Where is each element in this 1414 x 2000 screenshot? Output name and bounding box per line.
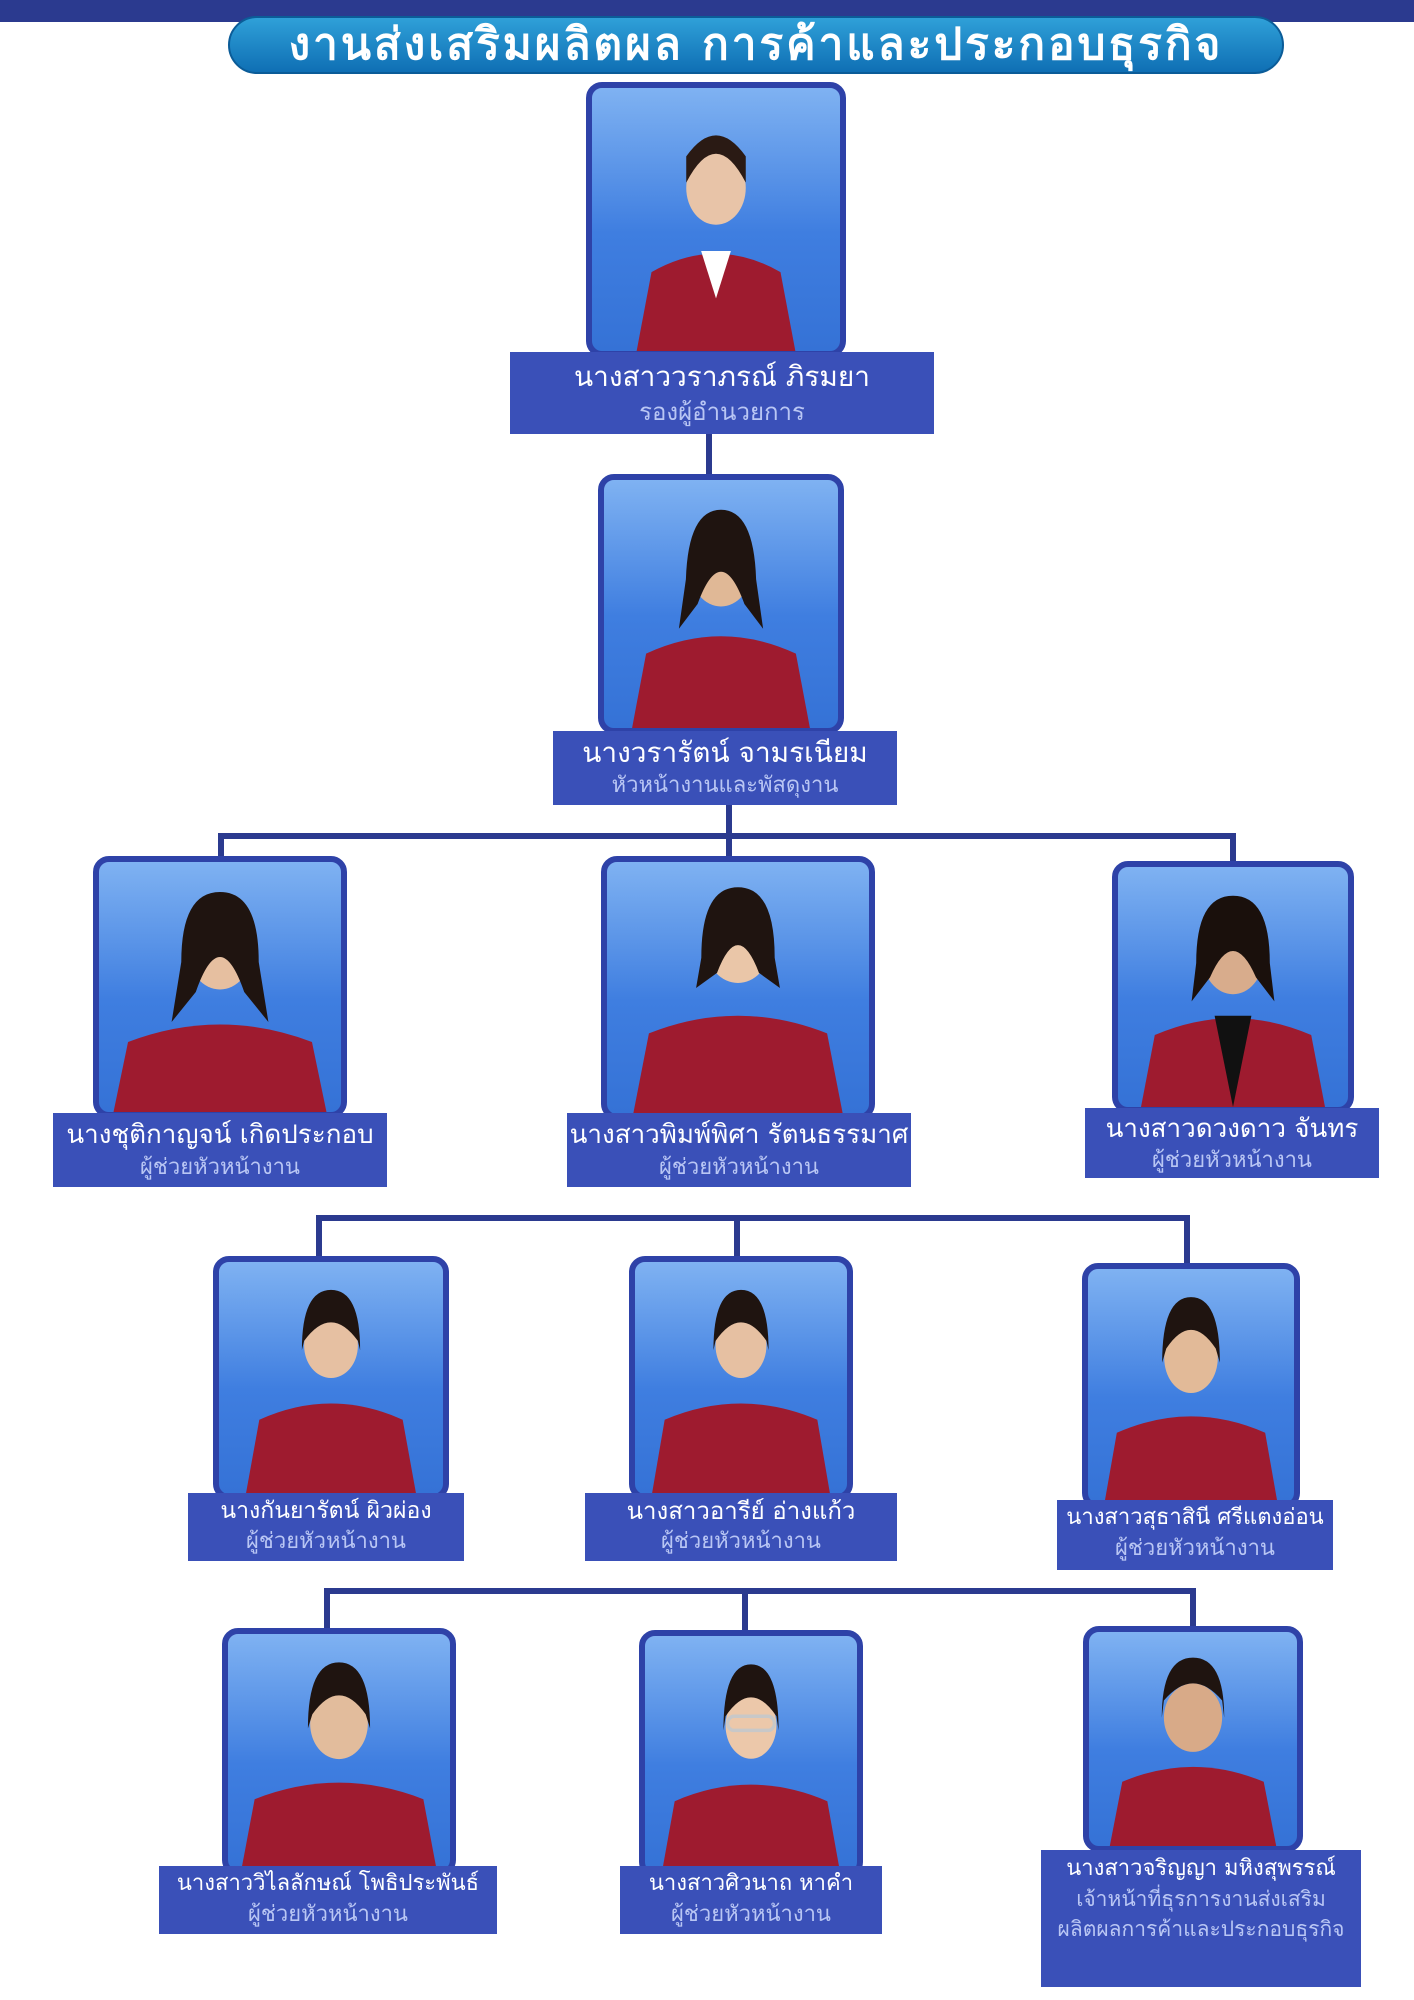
person-name: นางกันยารัตน์ ผิวผ่อง — [188, 1495, 464, 1527]
portrait-photo — [93, 856, 347, 1118]
person-label: นางสาวสุธาสินี ศรีแตงอ่อน ผู้ช่วยหัวหน้า… — [1057, 1500, 1333, 1570]
person-name: นางสาวพิมพ์พิศา รัตนธรรมาศ — [567, 1117, 911, 1153]
person-name: นางสาวจริญญา มหิงสุพรรณ์ — [1051, 1854, 1351, 1884]
connector-line — [1184, 1215, 1190, 1265]
portrait-photo — [629, 1256, 853, 1500]
person-name: นางสาวอารีย์ อ่างแก้ว — [585, 1495, 897, 1527]
portrait-photo — [222, 1628, 456, 1876]
portrait-photo — [598, 474, 844, 734]
person-label: นางสาวพิมพ์พิศา รัตนธรรมาศ ผู้ช่วยหัวหน้… — [567, 1113, 911, 1187]
person-role: ผู้ช่วยหัวหน้างาน — [1085, 1146, 1379, 1176]
person-name: นางสาวสุธาสินี ศรีแตงอ่อน — [1057, 1502, 1333, 1534]
portrait-photo — [1112, 861, 1354, 1113]
person-label: นางวรารัตน์ จามรเนียม หัวหน้างานและพัสดุ… — [553, 731, 897, 805]
person-label: นางสาววิไลลักษณ์ โพธิประพันธ์ ผู้ช่วยหัว… — [159, 1866, 497, 1934]
connector-line — [1190, 1588, 1196, 1630]
connector-line — [324, 1588, 330, 1632]
person-role: ผู้ช่วยหัวหน้างาน — [188, 1527, 464, 1557]
person-role: ผู้ช่วยหัวหน้างาน — [1057, 1534, 1333, 1564]
person-role: รองผู้อำนวยการ — [510, 396, 934, 428]
connector-line — [706, 432, 712, 474]
connector-line — [316, 1215, 322, 1261]
person-name: นางสาวดวงดาว จันทร — [1085, 1112, 1379, 1146]
person-label: นางสาวดวงดาว จันทร ผู้ช่วยหัวหน้างาน — [1085, 1108, 1379, 1178]
person-name: นางวรารัตน์ จามรเนียม — [553, 735, 897, 771]
portrait-photo — [639, 1630, 863, 1878]
portrait-photo — [1082, 1263, 1300, 1509]
person-label: นางสาวจริญญา มหิงสุพรรณ์ เจ้าหน้าที่ธุรก… — [1041, 1850, 1361, 1987]
person-role: ผู้ช่วยหัวหน้างาน — [567, 1153, 911, 1183]
person-role: หัวหน้างานและพัสดุงาน — [553, 771, 897, 801]
connector-line — [726, 833, 732, 858]
person-role: เจ้าหน้าที่ธุรการงานส่งเสริมผลิตผลการค้า… — [1051, 1884, 1351, 1944]
person-name: นางชุติกาญจน์ เกิดประกอบ — [53, 1117, 387, 1153]
connector-line — [734, 1215, 740, 1261]
connector-line — [726, 803, 732, 835]
person-name: นางสาววิไลลักษณ์ โพธิประพันธ์ — [159, 1868, 497, 1900]
person-role: ผู้ช่วยหัวหน้างาน — [53, 1153, 387, 1183]
person-label: นางสาวอารีย์ อ่างแก้ว ผู้ช่วยหัวหน้างาน — [585, 1493, 897, 1561]
person-label: นางสาววราภรณ์ ภิรมยา รองผู้อำนวยการ — [510, 352, 934, 434]
person-label: นางสาวศิวนาถ หาคำ ผู้ช่วยหัวหน้างาน — [620, 1866, 882, 1934]
person-name: นางสาววราภรณ์ ภิรมยา — [510, 358, 934, 396]
person-name: นางสาวศิวนาถ หาคำ — [620, 1868, 882, 1900]
portrait-photo — [1083, 1626, 1303, 1852]
person-role: ผู้ช่วยหัวหน้างาน — [159, 1900, 497, 1930]
person-role: ผู้ช่วยหัวหน้างาน — [585, 1527, 897, 1557]
connector-line — [1230, 833, 1236, 863]
person-role: ผู้ช่วยหัวหน้างาน — [620, 1900, 882, 1930]
connector-line — [316, 1215, 1190, 1221]
connector-line — [218, 833, 224, 858]
chart-title: งานส่งเสริมผลิตผล การค้าและประกอบธุรกิจ — [228, 16, 1284, 74]
portrait-photo — [601, 856, 875, 1120]
portrait-photo — [586, 82, 846, 357]
portrait-photo — [213, 1256, 449, 1500]
connector-line — [324, 1588, 1196, 1594]
connector-line — [742, 1588, 748, 1632]
person-label: นางกันยารัตน์ ผิวผ่อง ผู้ช่วยหัวหน้างาน — [188, 1493, 464, 1561]
person-label: นางชุติกาญจน์ เกิดประกอบ ผู้ช่วยหัวหน้าง… — [53, 1113, 387, 1187]
